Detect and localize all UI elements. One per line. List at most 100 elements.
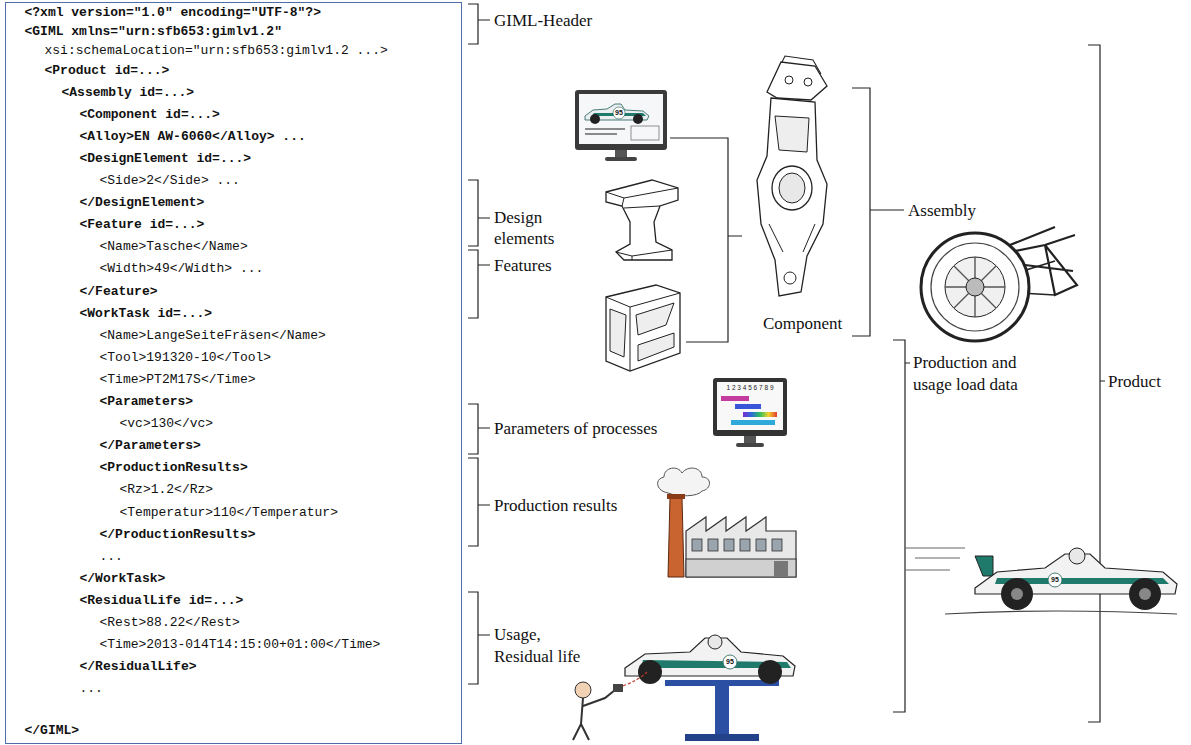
wheel-assembly-sketch <box>945 257 1005 317</box>
code-line: </GIML> <box>25 722 80 740</box>
bracket-label: Production and usage load data <box>913 352 1038 396</box>
wheel-assembly-sketch <box>931 243 1019 331</box>
component-sketch <box>779 173 805 203</box>
code-line: ... <box>80 680 103 698</box>
monitor-car-illustration <box>631 126 659 140</box>
code-line: <Width>49</Width> ... <box>100 260 264 278</box>
code-line: </ResidualLife> <box>80 658 197 676</box>
factory-illustration <box>692 539 702 551</box>
bracket-label: Parameters of processes <box>494 418 657 439</box>
bracket-line <box>468 404 490 454</box>
feature-sketch <box>606 293 680 371</box>
car-number: 95 <box>1051 576 1059 584</box>
inspection-illustration <box>715 686 729 736</box>
factory-illustration <box>667 494 685 499</box>
code-line: xsi:schemaLocation="urn:sfb653:gimlv1.2 … <box>45 42 388 60</box>
feature-sketch <box>636 303 674 335</box>
inspection-illustration <box>638 660 662 684</box>
gantt-monitor-illustration <box>717 382 783 430</box>
bracket-line <box>1088 45 1105 722</box>
code-line: <WorkTask id=...> <box>80 305 213 323</box>
bracket-label: Production results <box>494 495 617 516</box>
feature-sketch <box>606 285 680 371</box>
design-element-sketch <box>606 180 678 260</box>
code-line: <Time>2013-014T14:15:00+01:00</Time> <box>100 636 381 654</box>
bracket-label: Assembly <box>908 200 976 221</box>
race-car-illustration <box>1129 578 1161 610</box>
bracket-line <box>893 340 910 712</box>
feature-sketch <box>606 285 680 371</box>
code-line: <Alloy>EN AW-6060</Alloy> ... <box>80 128 306 146</box>
inspection-illustration <box>613 684 623 692</box>
code-line: <Feature id=...> <box>80 216 205 234</box>
code-line: <vc>130</vc> <box>120 415 214 433</box>
code-line: </Feature> <box>80 283 158 301</box>
code-line: <Name>LangeSeiteFräsen</Name> <box>100 327 326 345</box>
gantt-monitor-illustration <box>743 412 777 417</box>
wheel-assembly-sketch <box>966 278 984 296</box>
code-line: ... <box>100 548 123 566</box>
bracket-line <box>468 4 1105 722</box>
car-number: 95 <box>726 658 734 666</box>
gantt-monitor-illustration <box>721 396 749 401</box>
component-sketch <box>784 272 796 284</box>
code-line: <Rest>88.22</Rest> <box>100 614 240 632</box>
race-car-illustration <box>945 611 1177 614</box>
inspection-illustration <box>685 734 759 741</box>
feature-sketch <box>610 309 626 357</box>
factory-illustration <box>668 497 684 577</box>
bracket-line <box>468 592 490 684</box>
code-line: <Temperatur>110</Temperatur> <box>120 504 338 522</box>
factory-illustration <box>740 539 750 551</box>
component-sketch <box>757 98 827 296</box>
monitor-car-illustration <box>590 114 600 124</box>
component-sketch <box>769 224 815 252</box>
gantt-monitor-illustration <box>735 404 761 409</box>
code-line: </DesignElement> <box>80 194 205 212</box>
bracket-line <box>468 458 490 546</box>
race-car-illustration <box>975 556 993 576</box>
gantt-monitor-illustration <box>736 443 764 447</box>
gantt-monitor-illustration <box>713 378 787 436</box>
design-element-sketch <box>606 188 678 260</box>
chart-axis-numbers: 1 2 3 4 5 6 7 8 9 <box>727 384 774 392</box>
wheel-assembly-sketch <box>945 257 1005 317</box>
code-line: <Side>2</Side> ... <box>100 172 240 190</box>
factory-illustration <box>756 539 766 551</box>
factory-illustration <box>692 539 782 551</box>
code-line: </Parameters> <box>100 437 201 455</box>
bracket-line <box>468 180 490 246</box>
component-sketch <box>785 76 793 84</box>
bracket-label: Features <box>494 255 552 276</box>
component-sketch <box>775 116 809 152</box>
monitor-car-illustration <box>585 128 625 130</box>
factory-illustration <box>708 539 718 551</box>
monitor-car-illustration <box>579 94 663 144</box>
code-line: <?xml version="1.0" encoding="UTF-8"?> <box>25 4 321 22</box>
race-car-illustration <box>1069 548 1085 564</box>
code-line: <GIML xmlns="urn:sfb653:gimlv1.2" <box>25 23 282 41</box>
factory-illustration <box>658 468 710 496</box>
inspection-illustration <box>575 682 591 698</box>
gantt-monitor-illustration <box>731 420 775 425</box>
race-car-illustration <box>1139 588 1151 600</box>
race-car-illustration <box>1001 578 1033 610</box>
code-line: <Product id=...> <box>45 62 170 80</box>
bracket-line <box>670 138 742 342</box>
code-line: </ProductionResults> <box>100 526 256 544</box>
wheel-assembly-sketch <box>921 227 1077 341</box>
race-car-illustration <box>1048 573 1062 587</box>
code-line: <Time>PT2M17S</Time> <box>100 371 256 389</box>
code-line: <DesignElement id=...> <box>80 150 252 168</box>
code-line: <Tool>191320-10</Tool> <box>100 349 272 367</box>
monitor-car-illustration <box>633 114 643 124</box>
inspection-illustration <box>623 672 647 686</box>
factory-illustration <box>774 561 788 577</box>
inspection-illustration <box>573 690 615 740</box>
bracket-label: Usage, Residual life <box>494 624 594 668</box>
code-line: <Parameters> <box>100 393 194 411</box>
design-element-sketch <box>606 180 678 260</box>
bracket-label: Design elements <box>494 207 574 249</box>
monitor-car-illustration <box>605 157 637 161</box>
